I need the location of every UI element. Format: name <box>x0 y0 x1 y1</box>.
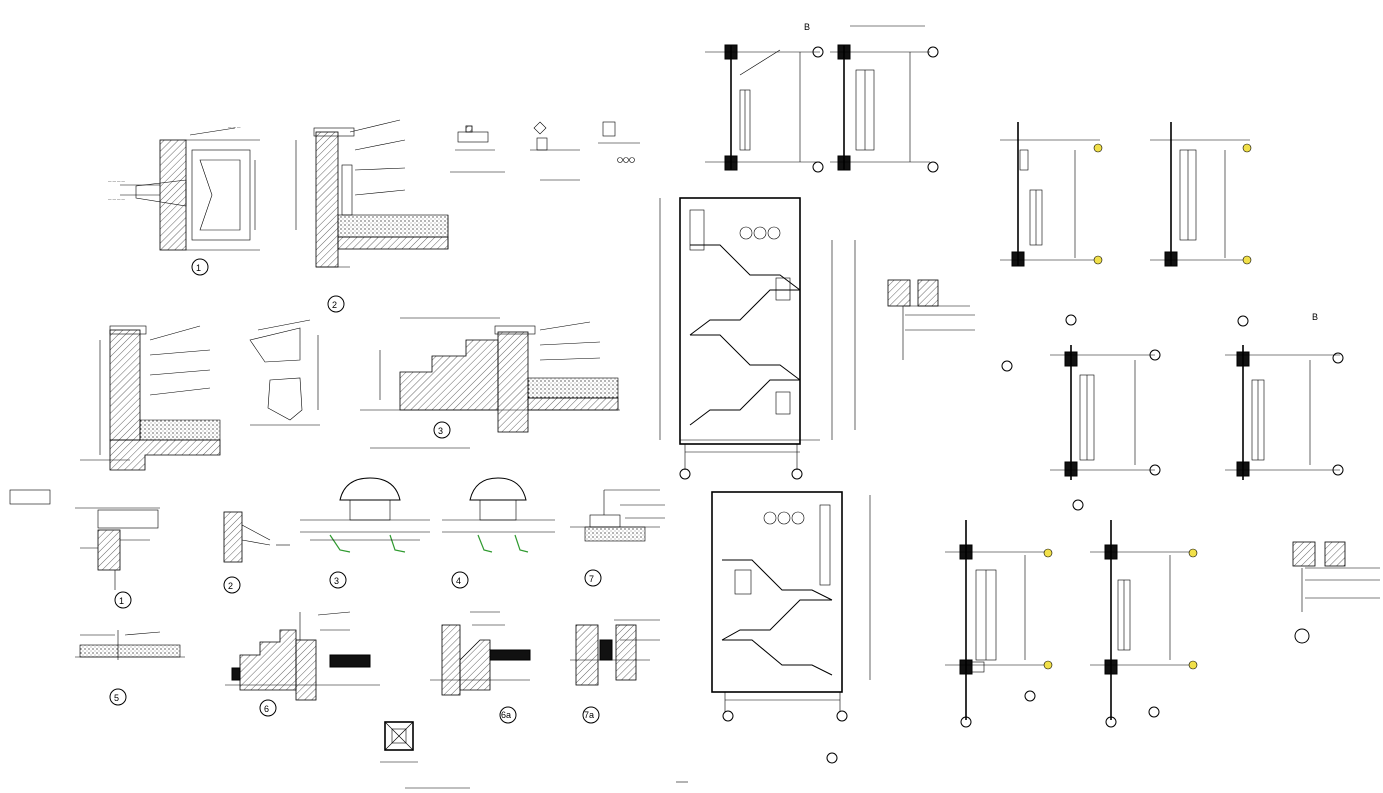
grid-marker-r6-bottom <box>1188 660 1198 670</box>
svg-text:— — — —: — — — — <box>108 197 125 201</box>
detail-tag-6a: 6a <box>501 710 511 720</box>
detail-1-window-section: — — — — — — — — — — — <box>108 125 260 251</box>
detail-tag-circle-1 <box>191 258 209 276</box>
grid-bubble-top-2c <box>927 46 939 58</box>
grid-bubble-r3-c <box>1149 349 1161 361</box>
stair-plan-right-6 <box>1090 520 1195 720</box>
stair-plan-top-1 <box>705 44 820 171</box>
stair-plan-right-3 <box>1050 345 1155 480</box>
detail-4c-roof-vent <box>442 477 555 553</box>
detail-tag-circle-3 <box>433 421 451 439</box>
detail-tag-2: 2 <box>332 300 337 310</box>
detail-tag-circle-7a <box>582 706 600 724</box>
stair-plan-right-5 <box>945 520 1050 720</box>
grid-bubble-r6-bottom <box>1105 716 1117 728</box>
wall-junction-detail-mid <box>887 279 975 360</box>
grid-marker-r2-top <box>1242 143 1252 153</box>
stair-plan-top-2 <box>830 25 930 171</box>
stair-section-upper <box>659 197 856 470</box>
stair-plan-right-4 <box>1225 345 1340 480</box>
grid-marker-r1-bottom <box>1093 255 1103 265</box>
detail-tag-circle-6 <box>259 699 277 717</box>
detail-tag-4c: 4 <box>456 576 461 586</box>
column-plan-detail <box>380 721 470 789</box>
detail-tag-circle-7 <box>584 569 602 587</box>
grid-bubble-r4-top <box>1237 315 1249 327</box>
detail-tag-circle-3c <box>329 571 347 589</box>
stair-section-lower <box>711 491 871 712</box>
grid-bubble-top-1c <box>812 46 824 58</box>
grid-bubble-upper-left <box>679 468 691 480</box>
detail-tag-5: 5 <box>114 693 119 703</box>
detail-3-stepped-section <box>360 317 620 449</box>
detail-tag-circle-5 <box>109 688 127 706</box>
grid-marker-r5-bottom <box>1043 660 1053 670</box>
grid-marker-r5-top <box>1043 548 1053 558</box>
detail-1c-floor-joint <box>9 489 160 590</box>
grid-bubble-r4-a <box>1332 464 1344 476</box>
detail-2-parapet-section <box>295 119 449 268</box>
grid-marker-r6-top <box>1188 548 1198 558</box>
detail-tag-1: 1 <box>196 263 201 273</box>
stair-plan-right-2 <box>1150 122 1250 267</box>
coping-profile-detail <box>249 319 320 426</box>
detail-tag-3: 3 <box>438 426 443 436</box>
detail-7-floor-section <box>570 489 665 542</box>
section-marker-b-right <box>1294 628 1310 644</box>
detail-6a-wall-base <box>430 611 531 696</box>
grid-bubble-r3-top <box>1065 314 1077 326</box>
detail-tag-6: 6 <box>264 704 269 714</box>
small-details-top <box>450 121 640 181</box>
svg-text:— — — —: — — — — <box>108 179 125 183</box>
detail-tag-circle-2c <box>223 576 241 594</box>
detail-tag-circle-6a <box>499 706 517 724</box>
detail-tag-circle-4c <box>451 571 469 589</box>
detail-tag-3c: 3 <box>334 576 339 586</box>
grid-bubble-lower-right <box>836 710 848 722</box>
grid-marker-r1-top <box>1093 143 1103 153</box>
grid-bubble-top-2b <box>927 161 939 173</box>
detail-6-stepped-base <box>225 611 380 701</box>
grid-bubble-r5-bottom <box>960 716 972 728</box>
grid-bubble-upper-right <box>791 468 803 480</box>
detail-2c-wall-joint <box>223 511 290 563</box>
north-marker-bottom <box>826 752 838 764</box>
detail-tag-2c: 2 <box>228 581 233 591</box>
detail-1b-parapet-section <box>80 325 221 471</box>
stair-plan-right-1 <box>1000 122 1100 267</box>
detail-tag-7: 7 <box>589 574 594 584</box>
section-marker-r1 <box>1001 360 1013 372</box>
axis-label-b-right: B <box>1312 312 1318 322</box>
grid-bubble-r4-c <box>1332 352 1344 364</box>
axis-label-b-top: B <box>804 22 810 32</box>
grid-bubble-lower-left <box>722 710 734 722</box>
detail-7a-wall-floor <box>570 619 660 686</box>
detail-tag-7a: 7a <box>584 710 594 720</box>
grid-marker-r2-bottom <box>1242 255 1252 265</box>
grid-bubble-r3-a <box>1149 464 1161 476</box>
detail-3c-roof-vent <box>300 477 430 553</box>
grid-bubble-r6-11 <box>1148 706 1160 718</box>
section-marker-r3 <box>1072 499 1084 511</box>
detail-tag-1c: 1 <box>119 596 124 606</box>
section-marker-r5 <box>1024 690 1036 702</box>
detail-5-slab-joint <box>75 630 185 660</box>
detail-tag-circle-1c <box>114 591 132 609</box>
svg-text:— — —: — — — <box>228 125 241 129</box>
wall-junction-detail-right <box>1292 541 1380 612</box>
grid-bubble-top-1b <box>812 161 824 173</box>
detail-tag-circle-2 <box>327 295 345 313</box>
